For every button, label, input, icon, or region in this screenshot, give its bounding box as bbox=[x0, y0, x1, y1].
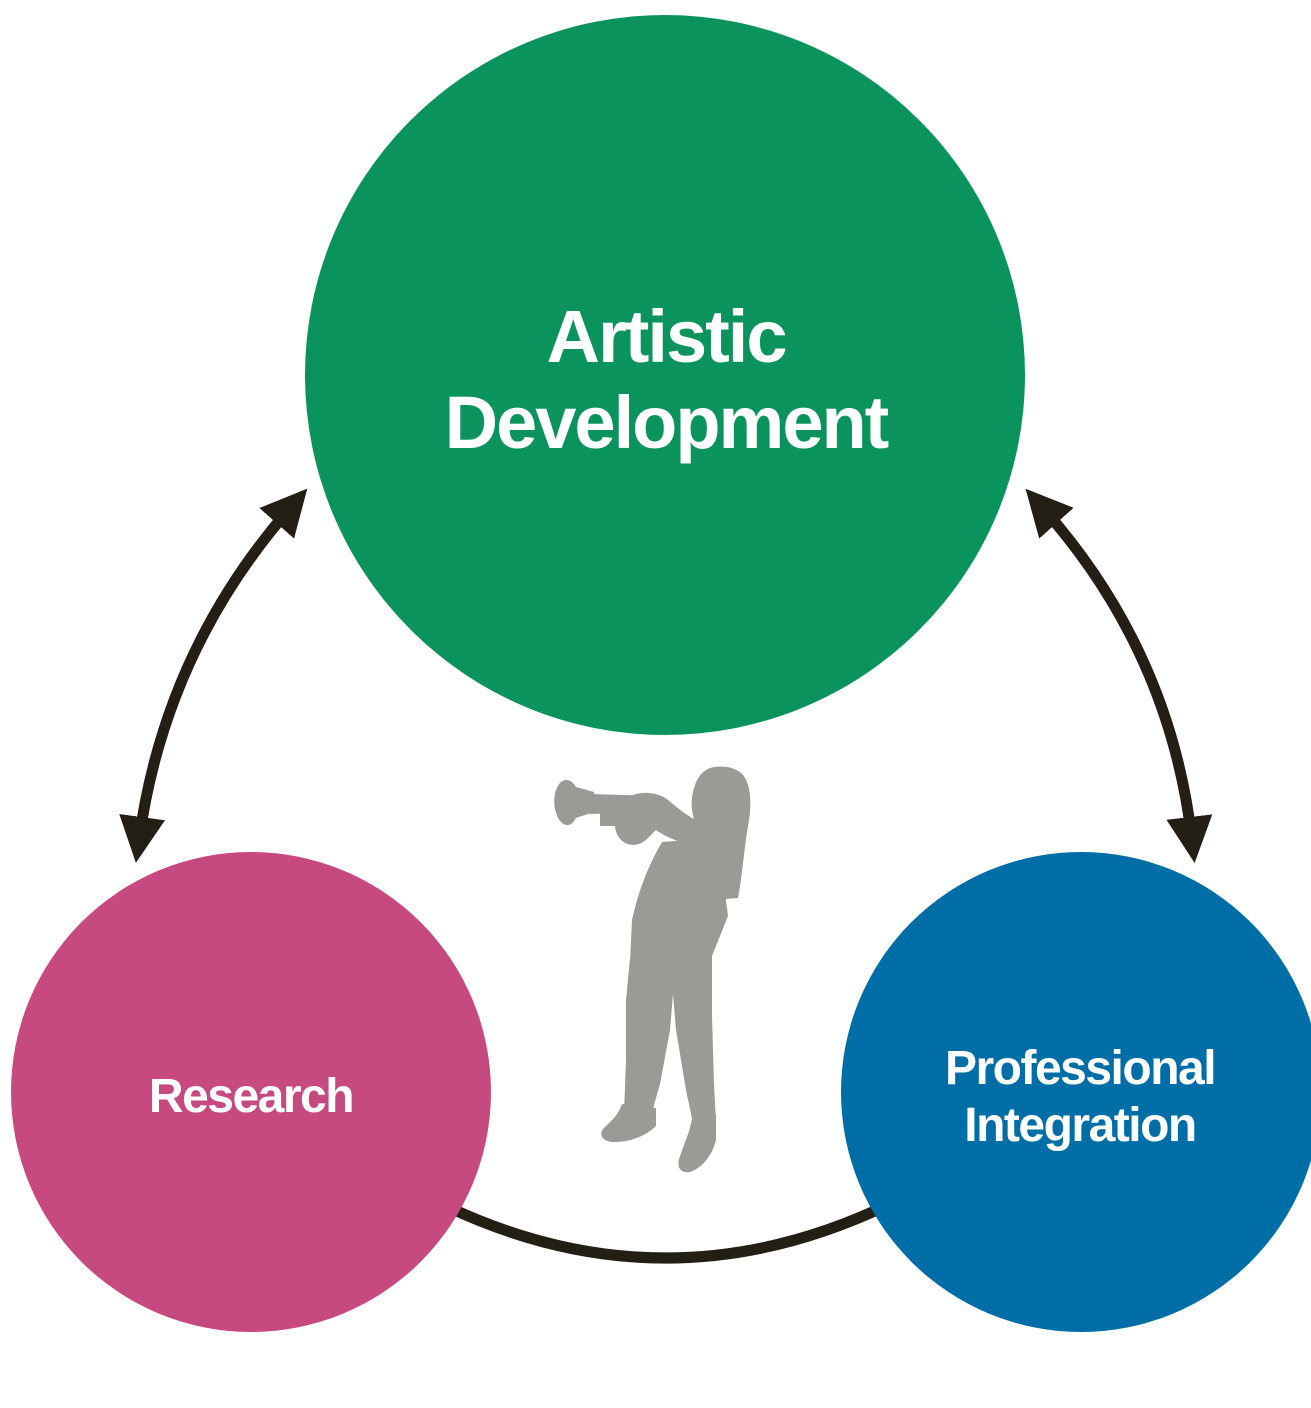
artistic-development-label-line2: Development bbox=[445, 381, 889, 464]
artistic-development-circle bbox=[305, 15, 1025, 735]
node-artistic-development: Artistic Development bbox=[305, 15, 1025, 735]
professional-integration-label-line2: Integration bbox=[964, 1099, 1196, 1152]
research-circle bbox=[11, 852, 491, 1332]
arrow-artistic-research bbox=[119, 488, 308, 863]
professional-integration-circle bbox=[841, 852, 1311, 1332]
research-label: Research bbox=[149, 1070, 353, 1123]
professional-integration-label-line1: Professional bbox=[945, 1042, 1215, 1095]
arrow-artistic-professional bbox=[1025, 488, 1213, 863]
node-research: Research bbox=[11, 852, 491, 1332]
trumpet-player-silhouette-icon bbox=[554, 766, 751, 1173]
artistic-development-label-line1: Artistic bbox=[547, 295, 786, 378]
node-professional-integration: Professional Integration bbox=[841, 852, 1311, 1332]
arrow-research-professional bbox=[370, 1164, 962, 1264]
